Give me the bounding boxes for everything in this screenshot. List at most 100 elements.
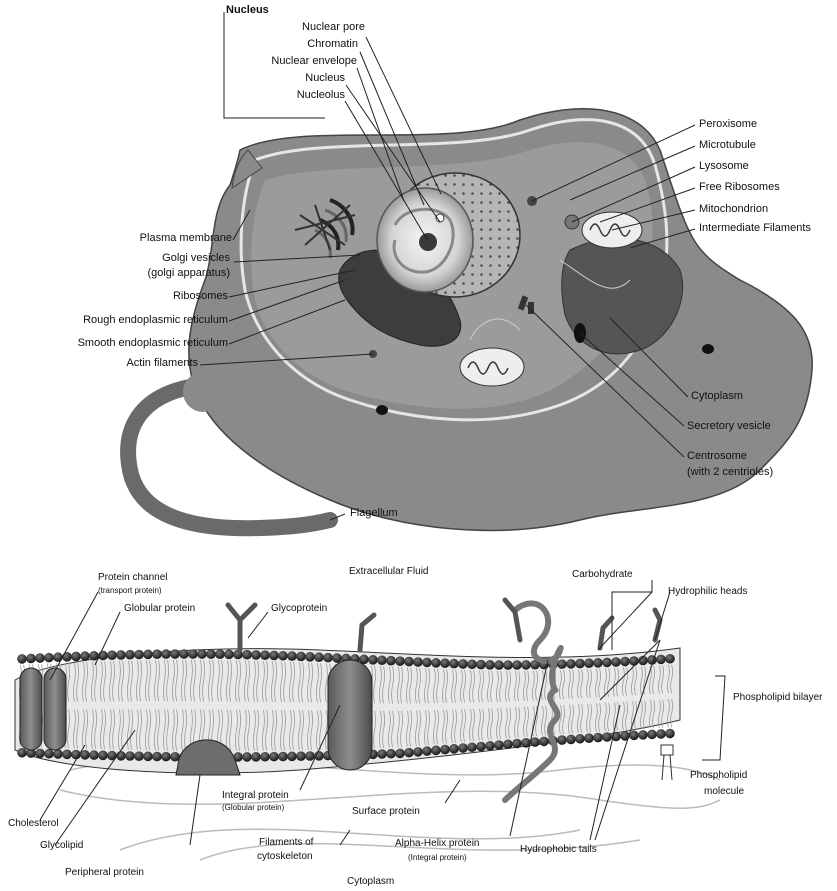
lipid-head bbox=[467, 659, 477, 669]
label-centrosome-line1: Centrosome bbox=[687, 450, 747, 463]
lipid-head bbox=[449, 659, 459, 669]
label-flagellum: Flagellum bbox=[350, 507, 398, 520]
lipid-head bbox=[584, 658, 594, 668]
label-extracellular-fluid: Extracellular Fluid bbox=[349, 566, 428, 578]
lipid-head bbox=[377, 655, 387, 665]
lipid-head bbox=[467, 742, 477, 752]
lipid-head bbox=[224, 650, 234, 660]
lipid-head bbox=[125, 751, 135, 761]
lipid-head bbox=[395, 749, 405, 759]
lipid-head bbox=[602, 658, 612, 668]
lipid-head bbox=[17, 654, 27, 664]
label-hydrophilic-heads: Hydrophilic heads bbox=[668, 586, 748, 598]
lipid-head bbox=[206, 649, 216, 659]
lipid-head bbox=[593, 733, 603, 743]
lipid-head bbox=[44, 653, 54, 663]
lipid-head bbox=[251, 650, 261, 660]
label-golgi-line1: Golgi vesicles bbox=[60, 252, 230, 265]
lipid-head bbox=[278, 752, 288, 762]
label-glycolipid: Glycolipid bbox=[40, 840, 83, 852]
label-globular-protein: Globular protein bbox=[124, 603, 195, 615]
label-lysosome: Lysosome bbox=[699, 160, 749, 173]
lipid-head bbox=[422, 658, 432, 668]
label-protein-channel-1: Protein channel bbox=[98, 572, 168, 584]
label-membrane-cytoplasm: Cytoplasm bbox=[347, 876, 394, 888]
lipid-head bbox=[197, 649, 207, 659]
lipid-head bbox=[575, 734, 585, 744]
lipid-head bbox=[386, 749, 396, 759]
label-ribosomes: Ribosomes bbox=[60, 290, 228, 303]
lipid-head bbox=[476, 742, 486, 752]
label-glycoprotein: Glycoprotein bbox=[271, 603, 327, 615]
label-filaments-1: Filaments of bbox=[259, 837, 313, 849]
label-peroxisome: Peroxisome bbox=[699, 118, 757, 131]
lipid-head bbox=[413, 657, 423, 667]
lipid-head bbox=[314, 652, 324, 662]
label-mitochondrion: Mitochondrion bbox=[699, 203, 768, 216]
lipid-head bbox=[215, 649, 225, 659]
lipid-head bbox=[251, 752, 261, 762]
lipid-head bbox=[431, 746, 441, 756]
lipid-head bbox=[260, 650, 270, 660]
lipid-head bbox=[404, 748, 414, 758]
label-surface-protein: Surface protein bbox=[352, 806, 420, 818]
label-cytoplasm: Cytoplasm bbox=[691, 390, 743, 403]
lipid-head bbox=[458, 659, 468, 669]
label-smooth-er: Smooth endoplasmic reticulum bbox=[0, 337, 228, 350]
lipid-head bbox=[53, 652, 63, 662]
label-cholesterol: Cholesterol bbox=[8, 818, 59, 830]
lipid-head bbox=[260, 752, 270, 762]
label-nucleus: Nucleus bbox=[230, 72, 345, 85]
lipid-head bbox=[116, 650, 126, 660]
lipid-head bbox=[170, 649, 180, 659]
lipid-head bbox=[557, 735, 567, 745]
label-centrosome-line2: (with 2 centrioles) bbox=[687, 466, 773, 479]
lipid-head bbox=[557, 659, 567, 669]
label-microtubule: Microtubule bbox=[699, 139, 756, 152]
phospholipid-molecule-shape bbox=[661, 745, 673, 780]
lipid-head bbox=[395, 656, 405, 666]
lipid-head bbox=[413, 747, 423, 757]
lipid-head bbox=[521, 660, 531, 670]
label-alpha-helix-2: (Integral protein) bbox=[408, 853, 467, 862]
lipid-head bbox=[422, 746, 432, 756]
label-integral-protein-1: Integral protein bbox=[222, 790, 289, 802]
lipid-head bbox=[107, 650, 117, 660]
lipid-head bbox=[503, 660, 513, 670]
lipid-head bbox=[377, 749, 387, 759]
lipid-head bbox=[503, 739, 513, 749]
nucleolus bbox=[419, 233, 437, 251]
label-golgi-line2: (golgi apparatus) bbox=[60, 267, 230, 280]
lipid-head bbox=[656, 655, 666, 665]
lipid-head bbox=[242, 752, 252, 762]
label-free-ribosomes: Free Ribosomes bbox=[699, 181, 780, 194]
integral-protein-shape bbox=[328, 660, 372, 770]
lipid-head bbox=[539, 737, 549, 747]
lipid-head bbox=[629, 656, 639, 666]
lipid-head bbox=[80, 651, 90, 661]
lipid-head bbox=[485, 660, 495, 670]
lipid-head bbox=[242, 650, 252, 660]
lipid-head bbox=[440, 745, 450, 755]
lipid-head bbox=[305, 652, 315, 662]
lipid-head bbox=[566, 735, 576, 745]
lipid-head bbox=[35, 749, 45, 759]
lipid-head bbox=[494, 660, 504, 670]
lipid-head bbox=[386, 656, 396, 666]
mitochondrion-lower bbox=[460, 348, 524, 386]
lipid-head bbox=[476, 660, 486, 670]
lipid-head bbox=[287, 752, 297, 762]
label-alpha-helix-1: Alpha-Helix protein bbox=[395, 838, 480, 850]
lipid-head bbox=[161, 752, 171, 762]
lipid-head bbox=[656, 729, 666, 739]
lipid-head bbox=[332, 653, 342, 663]
lipid-head bbox=[26, 654, 36, 664]
lipid-head bbox=[143, 752, 153, 762]
lipid-head bbox=[458, 743, 468, 753]
label-plasma-membrane: Plasma membrane bbox=[60, 232, 232, 245]
lipid-head bbox=[188, 649, 198, 659]
lipid-head bbox=[647, 730, 657, 740]
label-chromatin: Chromatin bbox=[230, 38, 358, 51]
lipid-head bbox=[269, 651, 279, 661]
